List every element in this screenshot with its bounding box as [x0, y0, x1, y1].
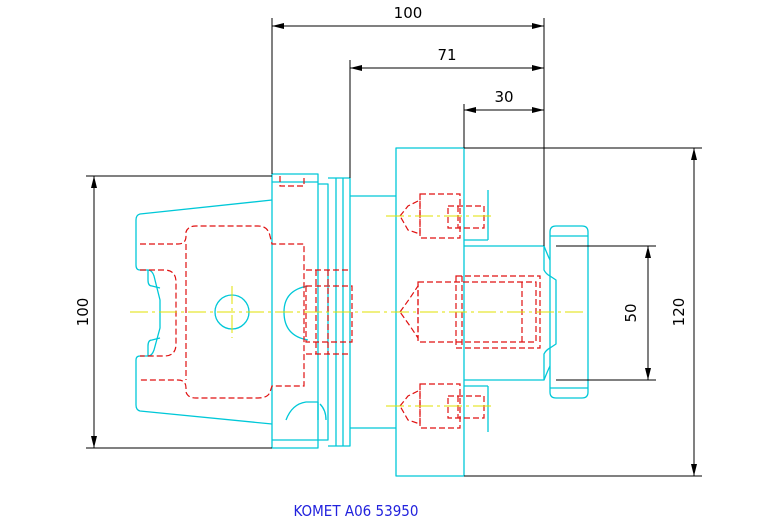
flange-collar [271, 173, 319, 449]
clamping-nut [549, 225, 589, 399]
arrowheads [91, 23, 697, 476]
shank-cavity [140, 225, 305, 399]
collar-bore [305, 285, 353, 343]
part-caption: KOMET A06 53950 [294, 502, 419, 520]
dim-overall-length: 100 [394, 4, 423, 22]
spigot [464, 245, 557, 381]
bottom-screw [399, 389, 421, 425]
dim-shank-diameter: 100 [74, 298, 92, 327]
dim-spigot-diameter: 50 [622, 303, 640, 322]
top-screw [399, 199, 421, 235]
key-notch [285, 401, 327, 421]
dim-short-length: 30 [494, 88, 513, 106]
dim-mid-length: 71 [437, 46, 456, 64]
centerlines [130, 215, 584, 407]
dim-flange-diameter: 120 [670, 298, 688, 327]
shank-slot [147, 270, 161, 356]
dimension-lines [86, 18, 702, 477]
hidden-lines [140, 176, 541, 429]
taper-shank [135, 199, 273, 425]
